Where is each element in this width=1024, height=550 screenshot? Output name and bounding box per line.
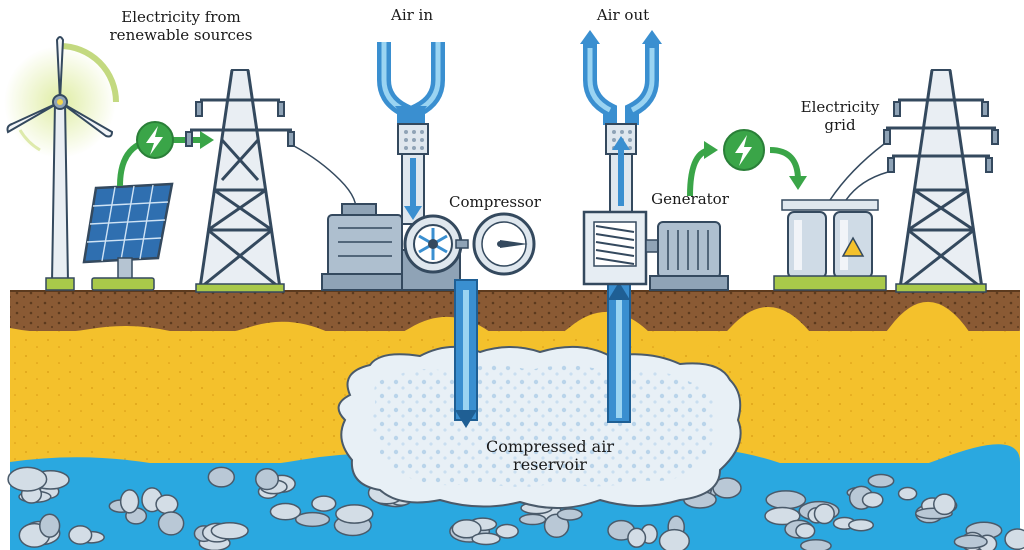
rock [897,486,918,501]
rock [518,513,547,526]
rock [953,534,988,549]
air-in-pipe [377,42,445,225]
rock [39,513,61,538]
air-out-label: Air out [596,6,650,24]
reservoir-label: Compressed air reservoir [486,437,614,474]
rock [765,490,807,510]
lightning-icon [723,129,765,171]
renewable-sources-label: Electricity from renewable sources [109,8,253,44]
rock [800,539,832,550]
rock [933,493,957,516]
rock [207,466,236,488]
rock [1004,528,1024,550]
rock [867,473,895,488]
rock [861,491,884,509]
rock [471,532,501,546]
lightning-icon [136,121,174,159]
air-in-label: Air in [390,6,434,24]
power-tower-icon [829,69,999,293]
rock [119,489,140,514]
pressure-gauge-icon [455,212,536,276]
rock [543,513,570,538]
rock [255,468,280,491]
warning-triangle-icon [841,236,865,257]
rock [658,528,690,550]
motor-unit [321,203,411,291]
rock [556,508,583,521]
green-flow-arrow-right [687,141,807,197]
rock [155,494,179,515]
extraction-pipe [607,281,631,423]
rock [157,511,185,536]
compressor-label: Compressor [449,193,541,211]
transformer-icon [773,199,887,291]
rock [311,495,337,512]
solar-panel-icon [82,182,174,291]
rocks [7,466,1024,550]
wind-turbine-icon [4,36,119,291]
rock [7,466,48,492]
injection-pipe [454,279,478,428]
rock [335,504,374,524]
rock [294,511,331,528]
compressor-icon [401,214,463,291]
electricity-grid-label: Electricity grid [800,98,880,134]
rock [813,503,835,525]
rock [210,521,249,540]
sand-water-edge [10,444,1020,476]
rock [627,527,647,548]
rock [495,523,519,539]
rock [68,525,93,545]
rock [269,502,302,521]
generator-icon [582,210,729,291]
power-tower-icon [185,69,357,293]
rock [451,519,482,539]
generator-label: Generator [651,190,729,208]
rock [848,518,874,532]
air-out-pipe [580,30,662,213]
compressed-air-reservoir [337,345,742,509]
rock [795,522,816,539]
rock [764,506,801,526]
